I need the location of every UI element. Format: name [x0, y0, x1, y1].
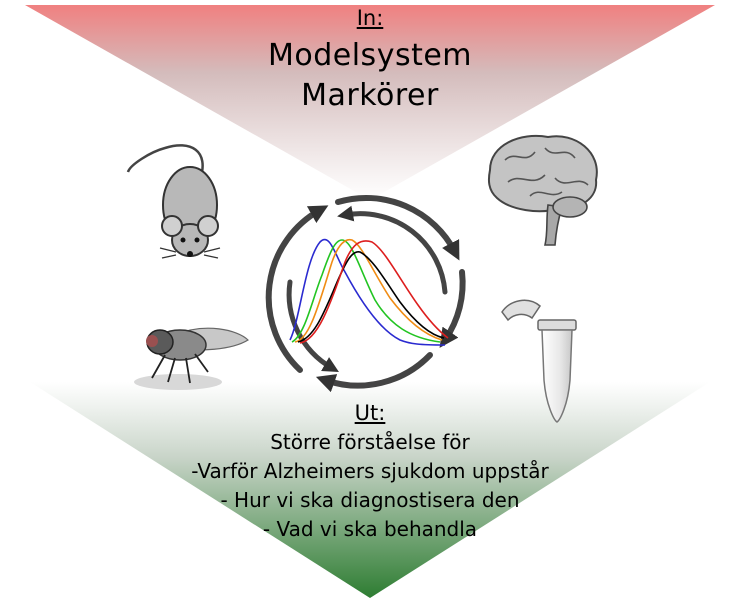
test-tube-icon [501, 299, 577, 423]
output-line-2: -Varför Alzheimers sjukdom uppstår [191, 459, 549, 483]
mouse-icon [126, 144, 221, 259]
output-line-4: - Vad vi ska behandla [262, 517, 478, 541]
curve-red [299, 240, 449, 344]
output-line-1: Större förståelse för [270, 430, 470, 454]
cycle-arrows-icon [265, 195, 466, 393]
fly-icon [134, 327, 249, 390]
output-funnel [30, 382, 710, 598]
input-funnel [25, 5, 715, 200]
curve-black [297, 251, 445, 343]
input-label: In: [356, 6, 384, 30]
input-line-markorer: Markörer [301, 78, 439, 113]
curve-blue [289, 238, 446, 346]
output-line-3: - Hur vi ska diagnostisera den [220, 488, 520, 512]
curves [289, 238, 449, 346]
input-line-modelsystem: Modelsystem [267, 38, 473, 73]
curve-orange [294, 238, 443, 343]
curve-green [291, 239, 441, 343]
output-label: Ut: [354, 401, 386, 425]
brain-icon [487, 135, 598, 246]
